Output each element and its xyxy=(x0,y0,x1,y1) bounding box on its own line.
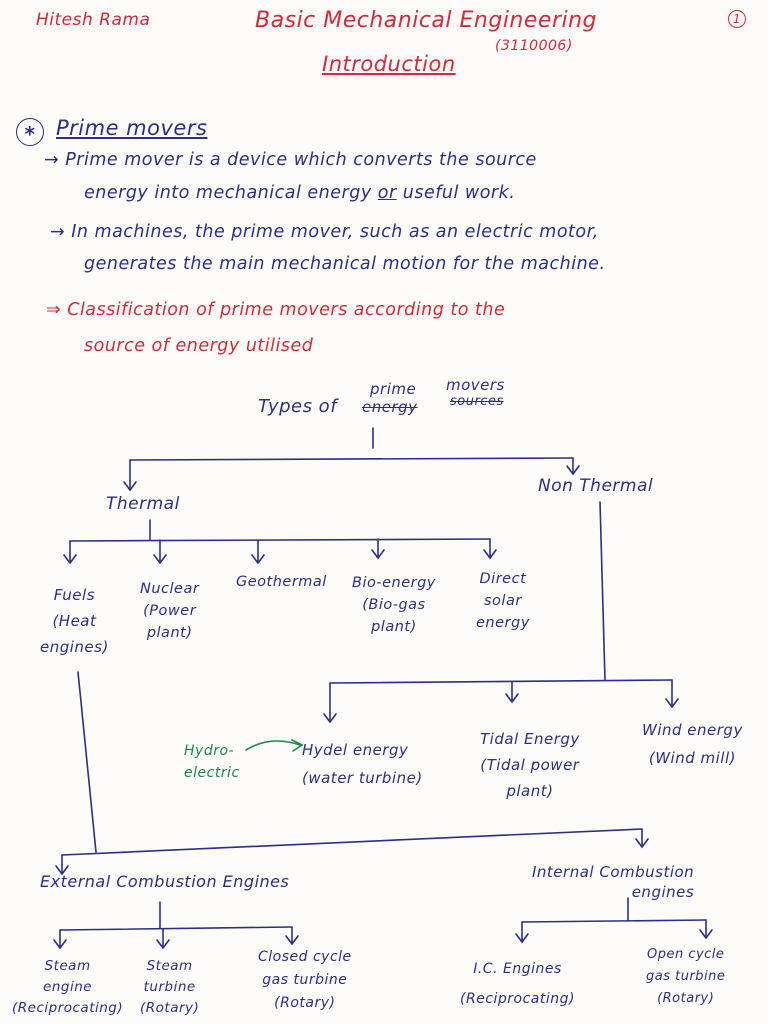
thermal-child-nuclear: Nuclear (Power plant) xyxy=(140,581,200,641)
external-combustion-node: External Combustion Engines xyxy=(40,872,290,891)
point-1-or: or xyxy=(377,183,397,203)
non-thermal-child-tidal: Tidal Energy (Tidal power plant) xyxy=(480,730,580,800)
thermal-child-fuels: Fuels (Heat engines) xyxy=(40,586,109,656)
internal-combustion-node: Internal Combustion engines xyxy=(532,863,695,901)
diagram-root-crossed-2: sources xyxy=(450,394,504,409)
author-name: Hitesh Rama xyxy=(36,10,151,30)
page-number: 1 xyxy=(728,10,746,28)
point-2-line-2: generates the main mechanical motion for… xyxy=(84,254,606,274)
diagram-root-crossed: energy xyxy=(362,398,418,416)
diagram-root-inserted: prime xyxy=(370,380,417,398)
page-subtitle: Introduction xyxy=(322,52,456,76)
internal-child-open-cycle: Open cycle gas turbine (Rotary) xyxy=(646,947,726,1006)
classification-line-1: ⇒ Classification of prime movers accordi… xyxy=(46,300,506,320)
subject-code: (3110006) xyxy=(495,38,573,54)
thermal-child-bio-energy: Bio-energy (Bio-gas plant) xyxy=(352,575,436,635)
thermal-node: Thermal xyxy=(106,494,180,514)
point-1-line-1: → Prime mover is a device which converts… xyxy=(44,150,537,170)
non-thermal-node: Non Thermal xyxy=(538,476,654,496)
hydro-electric-label: Hydro- electric xyxy=(184,743,240,781)
non-thermal-child-wind: Wind energy (Wind mill) xyxy=(642,721,743,767)
section-heading: Prime movers xyxy=(56,116,208,140)
external-child-closed-cycle: Closed cycle gas turbine (Rotary) xyxy=(258,949,352,1011)
point-1-text-a: energy into mechanical energy xyxy=(84,183,378,203)
diagram-root-prefix: Types of xyxy=(258,396,338,417)
external-child-steam-turbine: Steam turbine (Rotary) xyxy=(140,958,200,1016)
external-child-steam-engine: Steam engine (Reciprocating) xyxy=(12,958,124,1016)
bullet-star: * xyxy=(16,118,44,146)
point-1-line-2: energy into mechanical energy or useful … xyxy=(84,183,515,203)
diagram-root-movers: movers xyxy=(446,376,505,394)
classification-line-2: source of energy utilised xyxy=(84,336,314,356)
point-1-text-b: useful work. xyxy=(396,183,516,203)
thermal-child-geothermal: Geothermal xyxy=(236,574,327,590)
internal-child-ic-engines: I.C. Engines (Reciprocating) xyxy=(460,961,575,1007)
non-thermal-child-hydel: Hydel energy (water turbine) xyxy=(302,741,423,787)
point-2-line-1: → In machines, the prime mover, such as … xyxy=(50,222,599,242)
page-title: Basic Mechanical Engineering xyxy=(255,8,598,33)
thermal-child-solar: Direct solar energy xyxy=(476,571,530,631)
